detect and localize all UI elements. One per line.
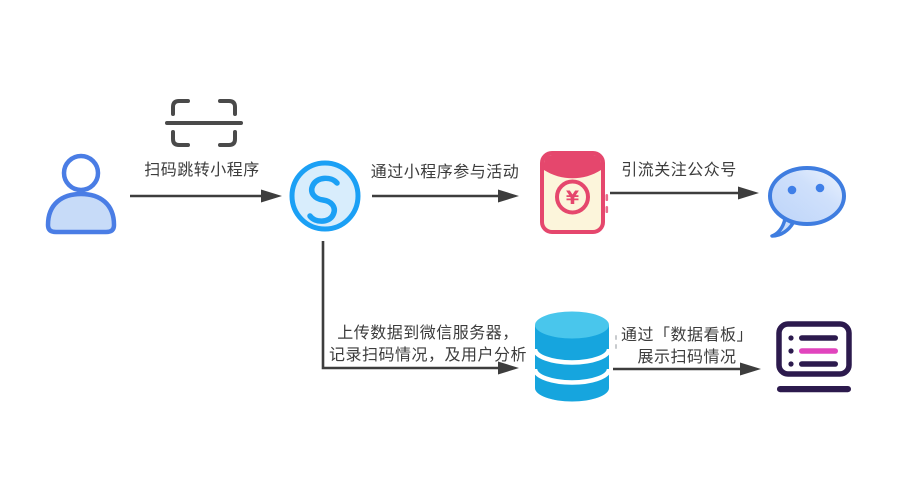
wechat-node (766, 162, 858, 242)
database-icon (532, 311, 617, 402)
wechat-left-eye (787, 185, 797, 195)
user-node (40, 148, 124, 240)
user-icon (45, 153, 117, 235)
scan-frame-node (160, 93, 248, 153)
miniprogram-icon (289, 160, 361, 232)
label-participate: 通过小程序参与活动 (370, 164, 520, 181)
arrow-miniprogram-to-database (321, 241, 519, 375)
dashboard-icon (776, 321, 852, 393)
scan-icon (165, 99, 243, 147)
miniprogram-node (289, 160, 361, 232)
label-upload-data-line1: 上传数据到微信服务器， (337, 325, 519, 342)
arrow-database-to-dashboard (613, 362, 761, 376)
label-dashboard-display: 通过「数据看板」 展示扫码情况 (621, 325, 753, 369)
wechat-icon (768, 166, 846, 238)
wechat-right-eye (815, 183, 825, 193)
label-dashboard-display-line2: 展示扫码情况 (637, 349, 737, 366)
database-node (530, 308, 622, 408)
arrow-user-to-miniprogram (130, 189, 282, 203)
label-upload-data-line2: 记录扫码情况，及用户分析 (328, 347, 528, 364)
arrow-redpacket-to-wechat (610, 186, 759, 200)
label-follow: 引流关注公众号 (621, 162, 737, 179)
dashboard-node (772, 318, 856, 398)
red-packet-icon: ¥ (540, 151, 609, 234)
arrow-miniprogram-to-redpacket (372, 189, 519, 203)
red-packet-node: ¥ (540, 150, 612, 236)
label-dashboard-display-line1: 通过「数据看板」 (620, 327, 754, 344)
label-scan-jump: 扫码跳转小程序 (144, 162, 260, 179)
yen-symbol: ¥ (566, 187, 579, 209)
label-upload-data: 上传数据到微信服务器， 记录扫码情况，及用户分析 (329, 323, 527, 367)
